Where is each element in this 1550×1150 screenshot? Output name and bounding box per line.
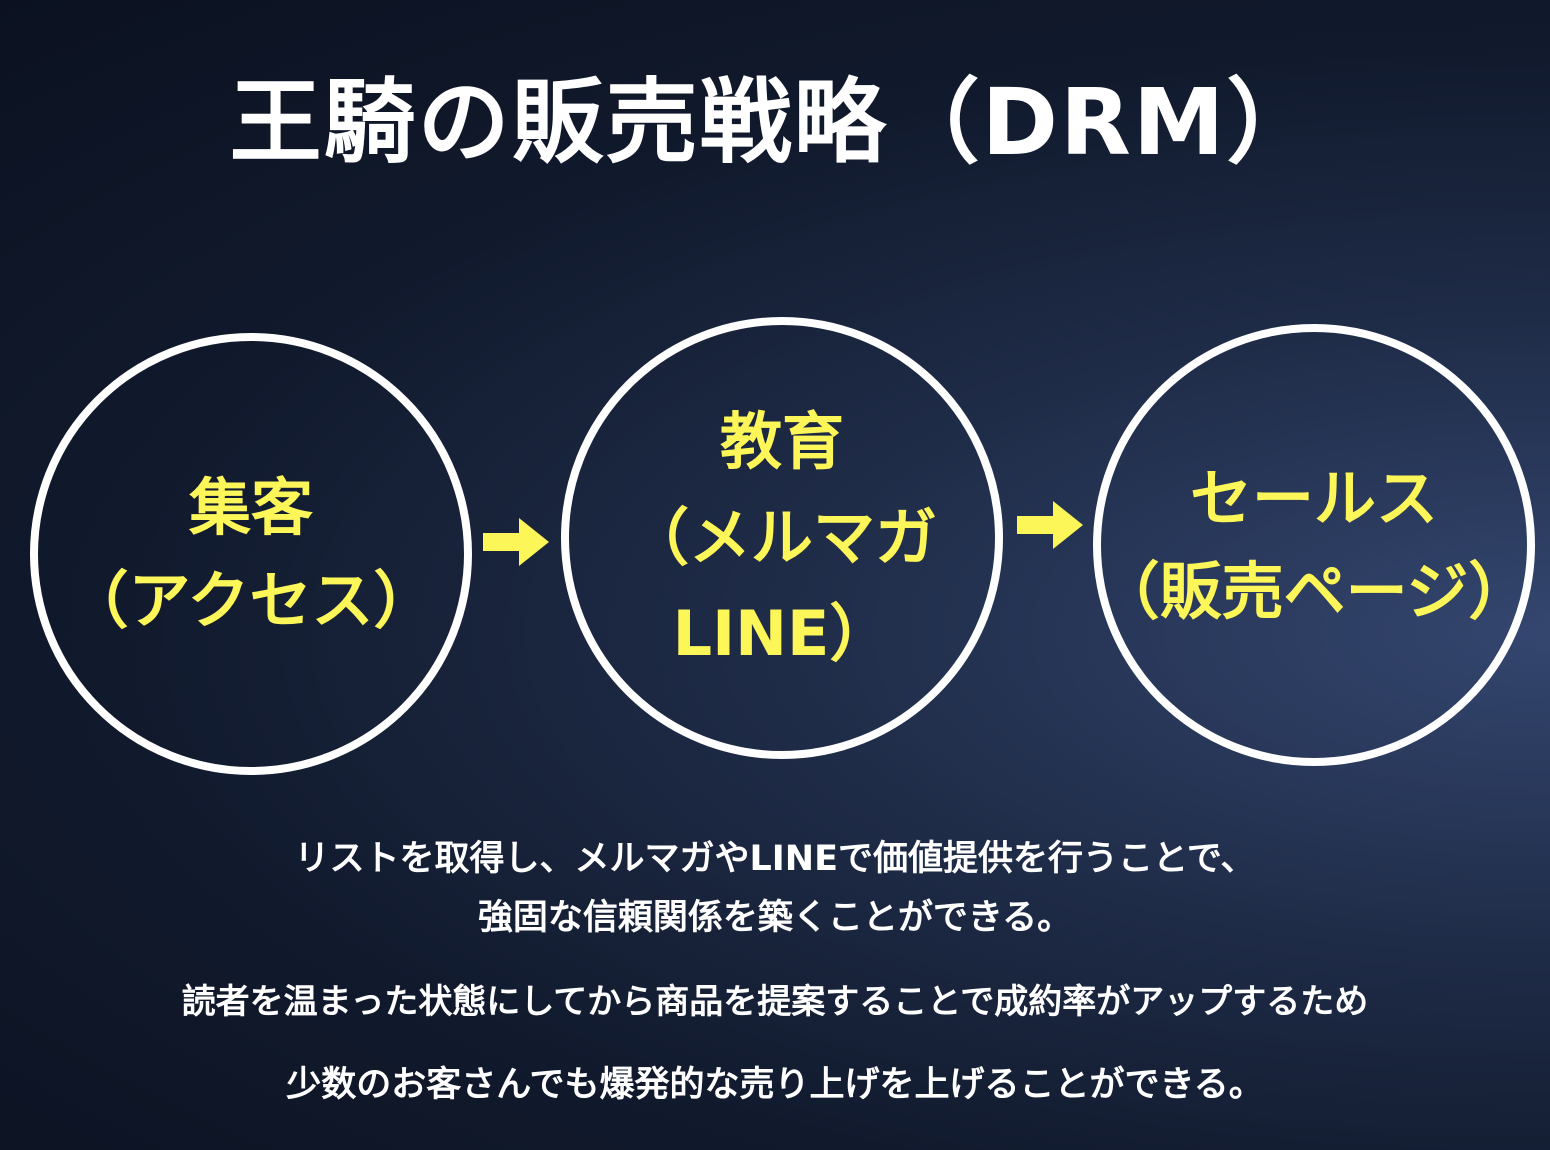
step-sublabel: LINE） <box>672 597 892 671</box>
description-line: 読者を温まった状態にしてから商品を提案することで成約率がアップするため <box>181 982 1369 1022</box>
step-circle-sales: セールス （販売ページ） <box>1093 324 1535 766</box>
description-line: リストを取得し、メルマガやLINEで価値提供を行うことで、 <box>294 839 1256 879</box>
step-sublabel: （販売ページ） <box>1097 555 1531 628</box>
step-circle-education: 教育 （メルマガ LINE） <box>561 317 1003 759</box>
step-label: 集客 <box>188 471 313 544</box>
description-line: 強固な信頼関係を築くことができる。 <box>477 898 1073 938</box>
arrow-right-icon <box>1017 501 1083 549</box>
step-label: 教育 <box>719 404 844 478</box>
description-line: 少数のお客さんでも爆発的な売り上げを上げることができる。 <box>286 1065 1264 1105</box>
slide-title: 王騎の販売戦略（DRM） <box>229 69 1321 176</box>
step-sublabel: （メルマガ <box>626 500 937 574</box>
step-label: セールス <box>1189 462 1438 535</box>
arrow-right-icon <box>483 518 549 566</box>
step-sublabel: （アクセス） <box>66 564 436 637</box>
step-circle-acquisition: 集客 （アクセス） <box>30 333 472 775</box>
